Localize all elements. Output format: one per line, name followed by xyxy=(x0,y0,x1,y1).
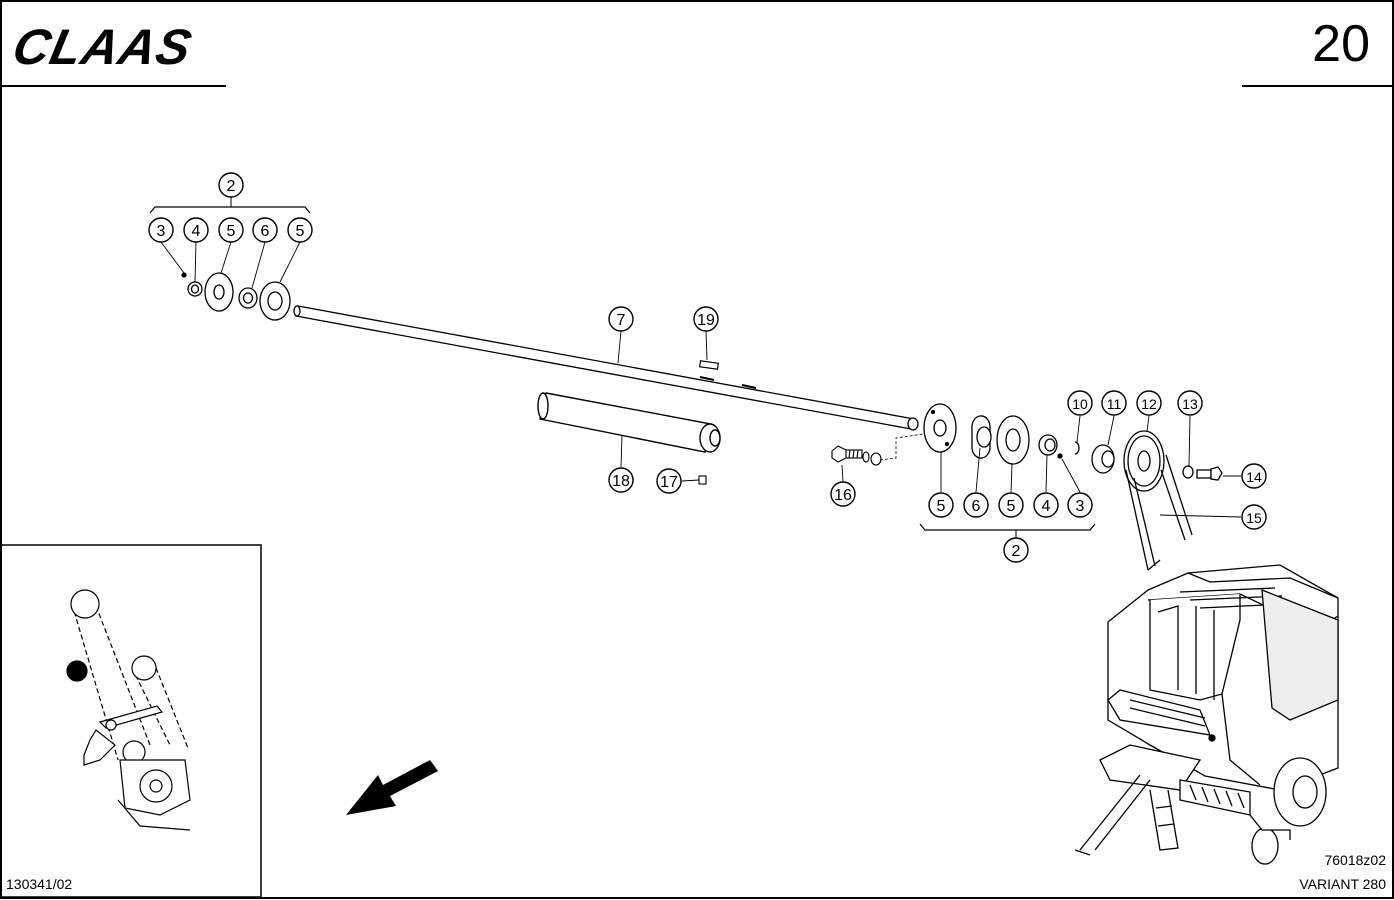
svg-text:10: 10 xyxy=(1072,396,1088,412)
callout-belt: 15 xyxy=(1241,504,1267,530)
svg-text:18: 18 xyxy=(612,473,630,490)
top-bearing-parts xyxy=(181,272,291,321)
location-inset-frame xyxy=(0,544,262,898)
callout-top-2: 4 xyxy=(183,217,209,243)
callout-top-3: 5 xyxy=(218,217,244,243)
callout-right-3: 12 xyxy=(1136,390,1162,416)
callout-bottom-1: 5 xyxy=(928,492,954,518)
drawing-number: 76018z02 xyxy=(1324,852,1386,868)
callout-top-1: 3 xyxy=(148,217,174,243)
callout-bottom-3: 5 xyxy=(998,492,1024,518)
callout-roller: 18 xyxy=(608,467,634,493)
svg-text:3: 3 xyxy=(1076,498,1085,515)
callout-shaft: 7 xyxy=(608,306,634,332)
svg-text:4: 4 xyxy=(192,223,201,240)
callout-grease: 17 xyxy=(656,468,682,494)
callout-right-4: 13 xyxy=(1177,390,1203,416)
svg-text:6: 6 xyxy=(261,223,270,240)
baler-machine-illustration xyxy=(1074,564,1339,865)
feather-key-19 xyxy=(698,360,720,370)
bottom-bearing-parts xyxy=(923,403,1063,465)
callout-right-1: 10 xyxy=(1067,390,1093,416)
svg-text:2: 2 xyxy=(227,178,236,195)
shaft-7 xyxy=(293,305,919,431)
svg-text:5: 5 xyxy=(227,223,236,240)
location-inset-drawing xyxy=(66,589,191,831)
callout-bottom-4: 4 xyxy=(1033,492,1059,518)
callout-group-bottom: 2 xyxy=(1003,537,1029,563)
svg-text:5: 5 xyxy=(1007,498,1016,515)
roller-18 xyxy=(537,392,721,453)
svg-text:2: 2 xyxy=(1012,543,1021,560)
callout-bolt: 16 xyxy=(830,481,856,507)
callout-bottom-5: 3 xyxy=(1067,492,1093,518)
callout-key: 19 xyxy=(693,306,719,332)
document-number: 130341/02 xyxy=(6,876,73,892)
svg-text:7: 7 xyxy=(617,312,626,329)
callout-screw: 14 xyxy=(1241,463,1267,489)
callout-bottom-2: 6 xyxy=(963,492,989,518)
svg-text:3: 3 xyxy=(157,223,166,240)
svg-text:12: 12 xyxy=(1141,396,1157,412)
svg-text:17: 17 xyxy=(660,474,678,491)
callout-group-top: 2 xyxy=(218,172,244,198)
page-number: 20 xyxy=(1312,15,1370,73)
svg-text:14: 14 xyxy=(1246,469,1262,485)
svg-text:11: 11 xyxy=(1107,396,1122,412)
model-name: VARIANT 280 xyxy=(1299,876,1386,892)
svg-text:5: 5 xyxy=(937,498,946,515)
right-drive-parts xyxy=(1074,430,1223,492)
callout-right-2: 11 xyxy=(1101,390,1127,416)
direction-arrow-icon xyxy=(346,760,438,815)
svg-text:16: 16 xyxy=(834,487,852,504)
svg-text:5: 5 xyxy=(296,223,305,240)
drive-belt-15 xyxy=(1125,454,1193,571)
callout-top-4: 6 xyxy=(252,217,278,243)
callout-top-5: 5 xyxy=(287,217,313,243)
svg-text:19: 19 xyxy=(697,312,715,329)
svg-text:4: 4 xyxy=(1042,498,1051,515)
svg-text:15: 15 xyxy=(1246,510,1262,526)
bolt-16 xyxy=(831,445,882,466)
svg-text:6: 6 xyxy=(972,498,981,515)
svg-text:13: 13 xyxy=(1182,396,1198,412)
